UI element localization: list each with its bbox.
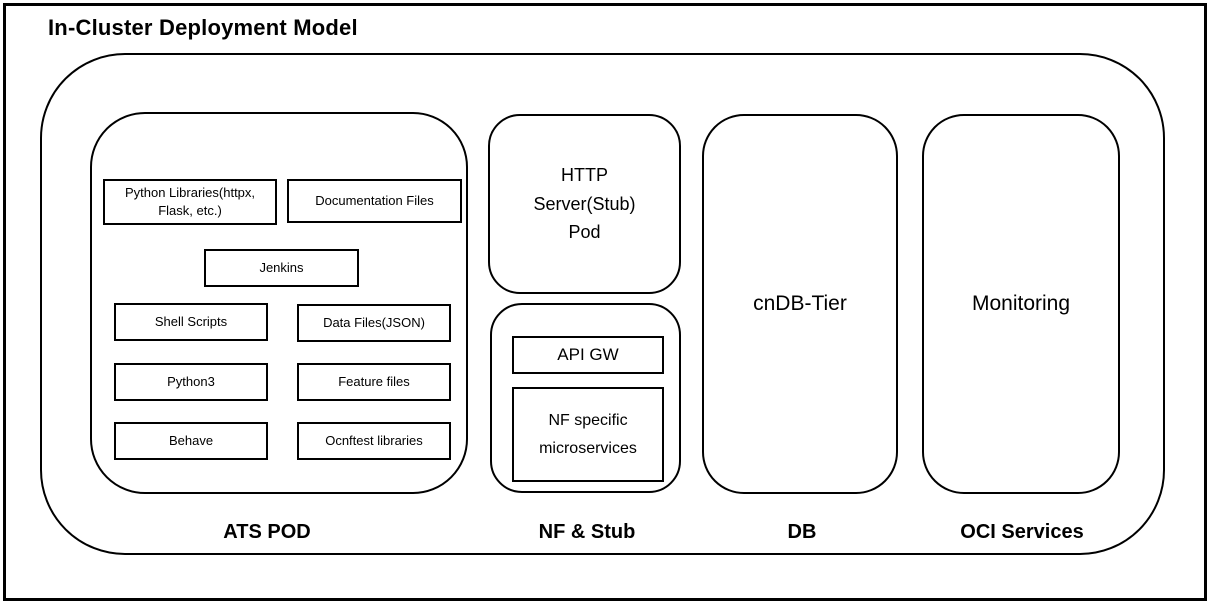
nf-pod-container: API GW NF specific microservices bbox=[490, 303, 681, 493]
ats-pod-container: Python Libraries(httpx, Flask, etc.) Doc… bbox=[90, 112, 468, 494]
cndb-tier-label: cnDB-Tier bbox=[753, 292, 847, 315]
box-jenkins: Jenkins bbox=[204, 249, 359, 287]
box-documentation-files: Documentation Files bbox=[287, 179, 462, 223]
section-label-ats-pod: ATS POD bbox=[223, 521, 311, 543]
box-nf-specific-microservices: NF specific microservices bbox=[512, 387, 664, 482]
cndb-tier-container: cnDB-Tier bbox=[702, 114, 898, 494]
http-server-stub-pod: HTTP Server(Stub) Pod bbox=[488, 114, 681, 294]
section-label-nf-stub: NF & Stub bbox=[538, 521, 636, 543]
monitoring-label: Monitoring bbox=[971, 292, 1071, 315]
section-label-db: DB bbox=[787, 521, 817, 543]
http-server-stub-pod-label: HTTP Server(Stub) Pod bbox=[533, 164, 636, 243]
section-label-oci-services: OCI Services bbox=[960, 521, 1084, 543]
cluster-boundary: Python Libraries(httpx, Flask, etc.) Doc… bbox=[40, 53, 1165, 555]
box-shell-scripts: Shell Scripts bbox=[114, 303, 268, 341]
box-python-libraries: Python Libraries(httpx, Flask, etc.) bbox=[103, 179, 277, 225]
box-behave: Behave bbox=[114, 422, 268, 460]
monitoring-container: Monitoring bbox=[922, 114, 1120, 494]
box-ocnftest-libraries: Ocnftest libraries bbox=[297, 422, 451, 460]
box-api-gw: API GW bbox=[512, 336, 664, 374]
box-feature-files: Feature files bbox=[297, 363, 451, 401]
box-data-files-json: Data Files(JSON) bbox=[297, 304, 451, 342]
page-border bbox=[3, 3, 1207, 601]
diagram-title: In-Cluster Deployment Model bbox=[48, 15, 358, 40]
box-python3: Python3 bbox=[114, 363, 268, 401]
